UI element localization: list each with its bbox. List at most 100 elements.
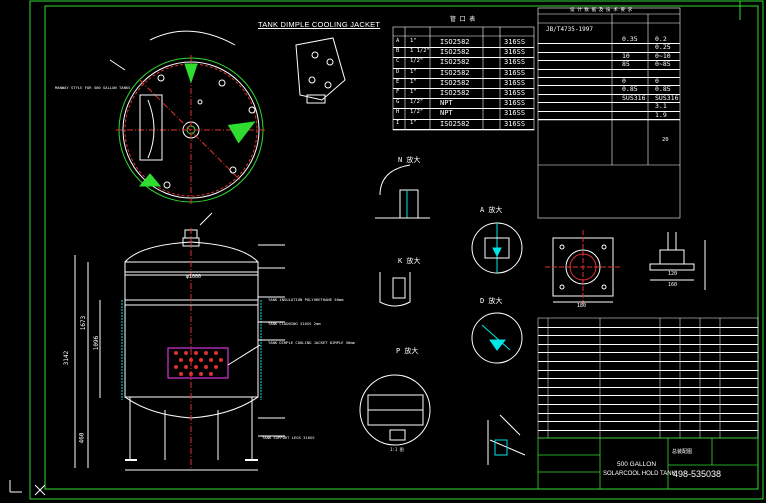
table-row	[393, 108, 534, 110]
label-insulation: TANK INSULATION POLYURETHANE 50mm	[268, 297, 344, 302]
ucs-icon	[9, 480, 46, 496]
nozzle-size: 1/2"	[410, 109, 424, 116]
dim-bottom: 460	[78, 432, 86, 444]
nozzle-id: E	[396, 78, 400, 85]
label-manway: MANWAY STYLE FOR 500 GALLON TANKS	[55, 85, 131, 90]
nozzle-id: B	[396, 48, 400, 55]
drawing-title: TANK DIMPLE COOLING JACKET	[258, 20, 381, 29]
design-value-a: 0	[622, 77, 626, 85]
nozzle-id: D	[396, 68, 400, 75]
table-row	[538, 77, 680, 78]
nozzle-size: 1"	[410, 119, 417, 126]
design-extra: 20	[662, 137, 669, 143]
nozzle-std: ISO2582	[440, 119, 470, 128]
table-row	[538, 60, 680, 62]
design-table-title: 设 计 数 据 及 技 术 要 求	[570, 8, 633, 13]
table-row	[538, 51, 680, 53]
design-value-b: 0	[655, 77, 659, 85]
parts-row	[538, 361, 758, 362]
nozzle-mat: 316SS	[504, 99, 526, 108]
nozzle-std: ISO2582	[440, 58, 470, 67]
title-block-name-1: 500 GALLON	[617, 461, 657, 468]
design-value-a: 0.35	[622, 35, 638, 43]
title-block-grid	[537, 437, 759, 490]
nozzle-mat: 316SS	[504, 109, 526, 118]
nozzle-size: 1/2"	[410, 58, 424, 65]
view-label-k: K 放大	[398, 257, 421, 265]
design-value-b: SUS316	[655, 93, 679, 102]
nozzle-std: ISO2582	[440, 68, 470, 77]
top-view	[109, 30, 266, 205]
inner-frame	[44, 5, 759, 490]
nozzle-std: ISO2582	[440, 38, 470, 46]
nozzle-mat: 316SS	[504, 38, 526, 46]
nozzle-size: 1/2"	[410, 99, 424, 106]
nozzle-mat: 316SS	[504, 89, 526, 97]
detail-weld	[487, 414, 526, 465]
dim-jacket: 1096	[93, 335, 101, 351]
parts-row	[538, 429, 758, 431]
table-row	[393, 67, 534, 69]
design-value-a: 0.85	[622, 85, 638, 94]
label-view-note: 1:1 图	[390, 447, 404, 452]
table-row	[538, 68, 680, 70]
label-flange: TANK DIMPLE COOLING JACKET DIMPLE 50mm	[268, 340, 355, 345]
front-view	[74, 212, 285, 471]
dim-plate: 120	[668, 271, 678, 277]
nozzle-size: 1"	[410, 68, 417, 75]
nozzle-mat: 316SS	[504, 78, 526, 87]
table-row	[393, 47, 534, 49]
detail-d	[471, 312, 523, 364]
title-block-drawing-no: 498-535038	[673, 469, 722, 479]
parts-row	[538, 395, 758, 397]
table-row	[393, 77, 534, 79]
view-label-d: D 放大	[480, 297, 503, 305]
table-row	[393, 57, 534, 59]
parts-row	[538, 335, 758, 337]
design-value-b: 0.25	[655, 43, 671, 52]
parts-row	[538, 404, 758, 405]
nozzle-id: C	[396, 58, 400, 65]
parts-row	[538, 369, 758, 371]
table-row	[393, 128, 534, 130]
design-value-b: 0.2	[655, 35, 667, 43]
title-block-name-2: SOLARCOOL HOLD TANK	[603, 471, 676, 477]
dim-diameter: φ1000	[186, 274, 202, 280]
nozzle-id: G	[396, 99, 400, 106]
view-label-p: P 放大	[396, 347, 419, 355]
design-value-a: 10	[622, 51, 630, 60]
view-label-a: A 放大	[480, 206, 503, 214]
table-row	[538, 85, 680, 87]
nozzle-std: ISO2582	[440, 78, 470, 87]
dim-shell: 1673	[80, 315, 88, 331]
nozzle-size: 1"	[410, 38, 417, 44]
nozzle-id: I	[396, 119, 400, 126]
nozzle-mat: 316SS	[504, 119, 526, 128]
nozzle-mat: 316SS	[504, 48, 526, 57]
table-row	[538, 110, 680, 112]
table-row	[393, 118, 534, 120]
detail-n	[375, 164, 430, 219]
dim-base: 180	[577, 303, 587, 309]
label-legs: TANK SUPPORT LEGS 316SS	[262, 435, 315, 440]
design-value-b: 0.85	[655, 85, 671, 94]
nozzle-mat: 316SS	[504, 68, 526, 77]
design-value-a: 85	[622, 60, 630, 69]
outer-frame	[29, 0, 764, 500]
nozzle-id: F	[396, 89, 400, 95]
design-standard: JB/T4735-1997	[546, 26, 593, 33]
nozzle-std: ISO2582	[440, 48, 470, 57]
design-value-b: 3.1	[655, 102, 667, 111]
dim-support: 160	[668, 282, 678, 288]
parts-row	[538, 326, 758, 328]
parts-row	[538, 343, 758, 345]
nozzle-id: A	[396, 38, 400, 44]
nozzle-std: NPT	[440, 109, 453, 118]
table-row	[538, 119, 680, 120]
table-row	[538, 43, 680, 45]
detail-a	[471, 222, 523, 274]
parts-row	[538, 378, 758, 380]
parts-row	[538, 421, 758, 423]
table-row	[538, 102, 680, 104]
